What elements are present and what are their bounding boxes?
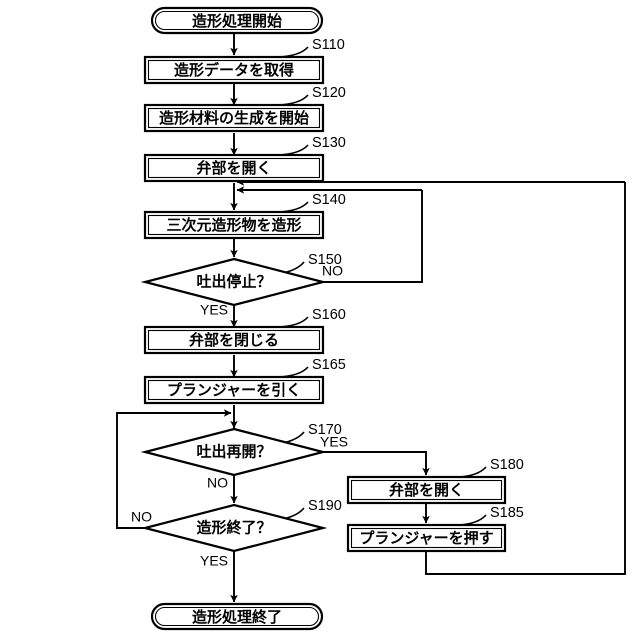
node-s120-label: 造形材料の生成を開始 xyxy=(159,109,309,127)
step-label-s120: S120 xyxy=(312,85,346,101)
leader-s120 xyxy=(277,94,309,106)
node-s160-label: 弁部を閉じる xyxy=(189,331,279,349)
step-label-s170: S170 xyxy=(308,422,342,438)
step-label-s150: S150 xyxy=(308,252,342,268)
edge-s190-no xyxy=(116,409,232,529)
node-s140-label: 三次元造形物を造形 xyxy=(166,216,301,234)
step-label-s130: S130 xyxy=(312,135,346,151)
step-label-s110: S110 xyxy=(312,37,345,53)
step-label-s180: S180 xyxy=(490,457,524,473)
leader-s180 xyxy=(457,466,487,478)
step-label-s185: S185 xyxy=(490,505,524,521)
edge-label-s170-no: NO xyxy=(207,475,228,491)
node-s185[interactable]: プランジャーを押す xyxy=(346,523,507,553)
node-s150[interactable]: 吐出停止？ xyxy=(140,257,328,307)
node-s180-label: 弁部を開く xyxy=(389,481,464,499)
node-s160[interactable]: 弁部を閉じる xyxy=(143,325,325,355)
node-s110[interactable]: 造形データを取得 xyxy=(143,55,325,85)
edge-label-s190-no: NO xyxy=(131,509,152,525)
node-s130-label: 弁部を開く xyxy=(196,159,271,177)
node-end[interactable]: 造形処理終了 xyxy=(150,602,324,631)
node-s190[interactable]: 造形終了？ xyxy=(140,503,328,553)
connectors xyxy=(116,33,626,603)
node-end-label: 造形処理終了 xyxy=(192,608,282,626)
node-s150-label: 吐出停止？ xyxy=(196,273,271,291)
node-s185-label: プランジャーを押す xyxy=(359,529,493,547)
node-s140[interactable]: 三次元造形物を造形 xyxy=(143,210,325,240)
edge-label-s150-yes: YES xyxy=(200,302,228,318)
node-start-label: 造形処理開始 xyxy=(192,12,282,30)
node-s180[interactable]: 弁部を開く xyxy=(346,475,507,505)
node-s120[interactable]: 造形材料の生成を開始 xyxy=(143,103,325,133)
leader-s110 xyxy=(277,46,309,58)
step-label-s160: S160 xyxy=(312,307,346,323)
leader-s160 xyxy=(277,316,309,328)
leader-s140 xyxy=(277,201,309,213)
step-label-s140: S140 xyxy=(312,192,346,208)
edge-s185-outer-return xyxy=(425,182,626,575)
step-label-s190: S190 xyxy=(308,498,342,514)
node-s190-label: 造形終了？ xyxy=(196,519,271,537)
leader-s165 xyxy=(277,366,309,378)
leader-s185 xyxy=(457,514,487,526)
node-s170[interactable]: 吐出再開？ xyxy=(140,427,328,477)
leader-s130 xyxy=(277,144,309,156)
edge-s150-no xyxy=(323,190,423,283)
node-s165-label: プランジャーを引く xyxy=(167,381,301,399)
edge-label-s150-no: NO xyxy=(322,263,343,279)
node-start[interactable]: 造形処理開始 xyxy=(150,6,324,35)
edge-s170-yes xyxy=(323,451,430,476)
edge-label-s170-yes: YES xyxy=(320,434,348,450)
node-s170-label: 吐出再開？ xyxy=(196,443,271,461)
node-s110-label: 造形データを取得 xyxy=(174,61,294,79)
node-s165[interactable]: プランジャーを引く xyxy=(143,375,325,405)
node-s130[interactable]: 弁部を開く xyxy=(143,153,325,183)
edge-label-s190-yes: YES xyxy=(200,553,228,569)
step-label-s165: S165 xyxy=(312,357,346,373)
